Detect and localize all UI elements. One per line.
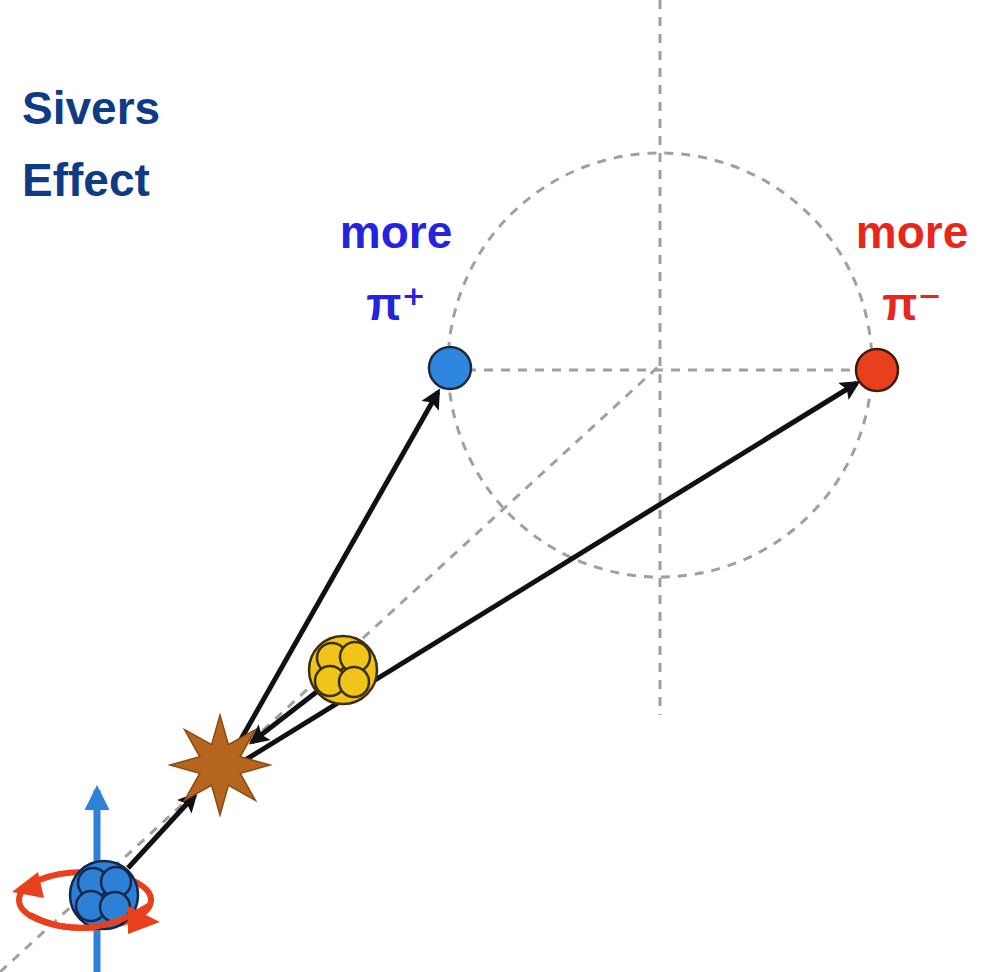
title-holder: Sivers Effect (22, 72, 160, 216)
tracks (128, 383, 857, 868)
pi-plus-dot (429, 347, 471, 389)
guide-lines (0, 0, 875, 972)
pi-minus-dot (856, 349, 898, 391)
target-nucleon (309, 636, 377, 704)
label-holder: more π⁺ (340, 196, 452, 340)
pion-track (236, 392, 438, 748)
rotation-head (12, 872, 44, 898)
pion-label: more π⁺ (340, 196, 452, 340)
guide-vertical (659, 0, 662, 715)
guide-horizontal (450, 369, 875, 372)
pion-label: more π⁻ (856, 196, 968, 340)
diagram-title: Sivers Effect (22, 72, 160, 216)
interaction-star (170, 715, 270, 815)
pion-track (242, 383, 857, 762)
rotation-head (128, 906, 160, 934)
label-holder: more π⁻ (856, 196, 968, 340)
beam-axis (0, 365, 660, 972)
incoming-track (128, 795, 195, 868)
